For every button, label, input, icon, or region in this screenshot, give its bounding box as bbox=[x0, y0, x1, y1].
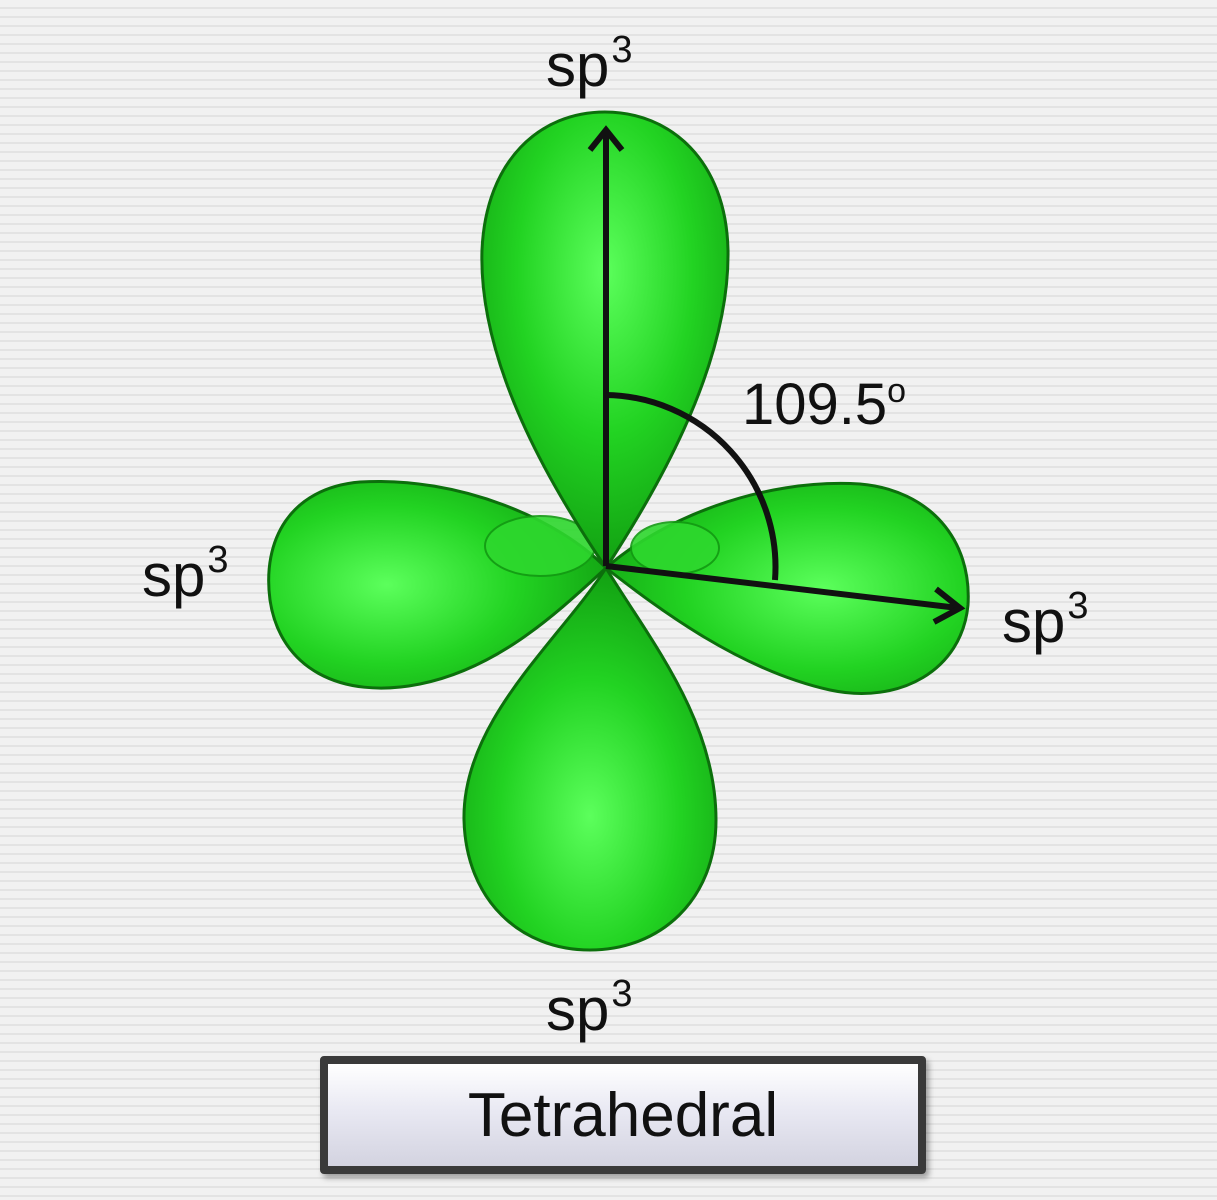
right-arrowhead bbox=[932, 586, 966, 625]
top-arrowhead bbox=[587, 125, 625, 152]
sp3-label-top: sp3 bbox=[546, 29, 633, 99]
sp3-label-bottom: sp3 bbox=[546, 973, 633, 1043]
sp3-label-right: sp3 bbox=[1002, 585, 1089, 655]
right-lobe-node bbox=[630, 521, 720, 575]
bottom-lobe bbox=[462, 565, 718, 952]
bond-angle-label: 109.5o bbox=[742, 372, 907, 437]
sp3-label-left: sp3 bbox=[142, 539, 229, 609]
geometry-label: Tetrahedral bbox=[467, 1080, 779, 1150]
right-axis-arrow bbox=[605, 563, 959, 611]
angle-arc bbox=[605, 392, 779, 581]
geometry-label-box: Tetrahedral bbox=[320, 1056, 926, 1174]
